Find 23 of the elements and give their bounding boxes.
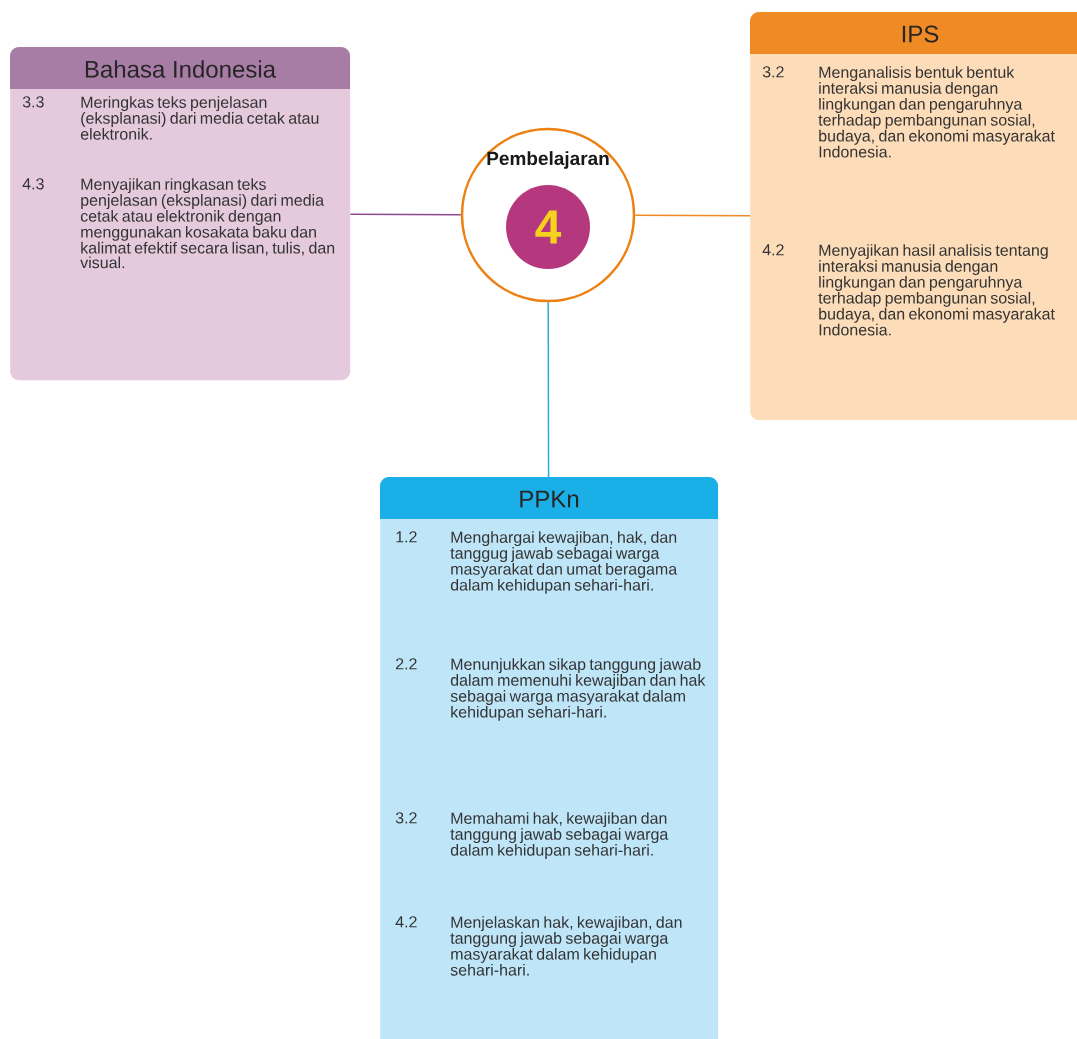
badge-title: Pembelajaran — [487, 151, 609, 169]
item-text: Menyajikan hasil analisis tentang interaksi manusia dengan lingkungan dan pengaruhnya terhadap pembangunan sosial, budaya, dan ekonomi masyarakat Indonesia. — [818, 244, 1055, 336]
connector-line — [634, 214, 751, 217]
item-text: Menganalisis bentuk bentuk interaksi manusia dengan lingkungan dan pengaruhnya terhadap pembangunan sosial, budaya, dan ekonomi masyarakat Indonesia. — [818, 66, 1055, 158]
card-heading: PPKn — [520, 490, 579, 508]
item-number: 1.2 — [396, 531, 417, 543]
item-text: Memahami hak, kewajiban dan tanggung jawab sebagai warga dalam kehidupan sehari-hari. — [450, 812, 669, 859]
card-heading: Bahasa Indonesia — [85, 60, 277, 78]
connector-line — [547, 301, 550, 478]
item-number: 3.3 — [22, 96, 44, 108]
connector-line — [349, 213, 462, 216]
item-text: Menjelaskan hak, kewajiban, dan tanggung jawab sebagai warga masyarakat dalam kehidupan sehari-hari. — [450, 916, 682, 976]
item-text: Menunjukkan sikap tanggung jawab dalam memenuhi kewajiban dan hak sebagai warga masyarakat dalam kehidupan sehari-hari. — [450, 658, 706, 721]
item-number: 3.2 — [762, 66, 784, 78]
item-text: Meringkas teks penjelasan (eksplanasi) dari media cetak atau elektronik. — [80, 96, 319, 140]
item-number: 2.2 — [396, 658, 417, 670]
item-number: 4.3 — [22, 178, 44, 190]
item-text: Menyajikan ringkasan teks penjelasan (eksplanasi) dari media cetak atau elektronik dengan menggunakan kosakata baku dan kalimat efektif secara lisan, tulis, dan visual. — [80, 178, 335, 269]
item-number: 4.2 — [395, 916, 417, 928]
card-heading: IPS — [902, 25, 939, 43]
item-number: 3.2 — [395, 812, 417, 824]
item-number: 4.2 — [762, 244, 784, 256]
item-text: Menghargai kewajiban, hak, dan tanggug jawab sebagai warga masyarakat dan umat beragama dalam kehidupan sehari-hari. — [450, 531, 678, 594]
